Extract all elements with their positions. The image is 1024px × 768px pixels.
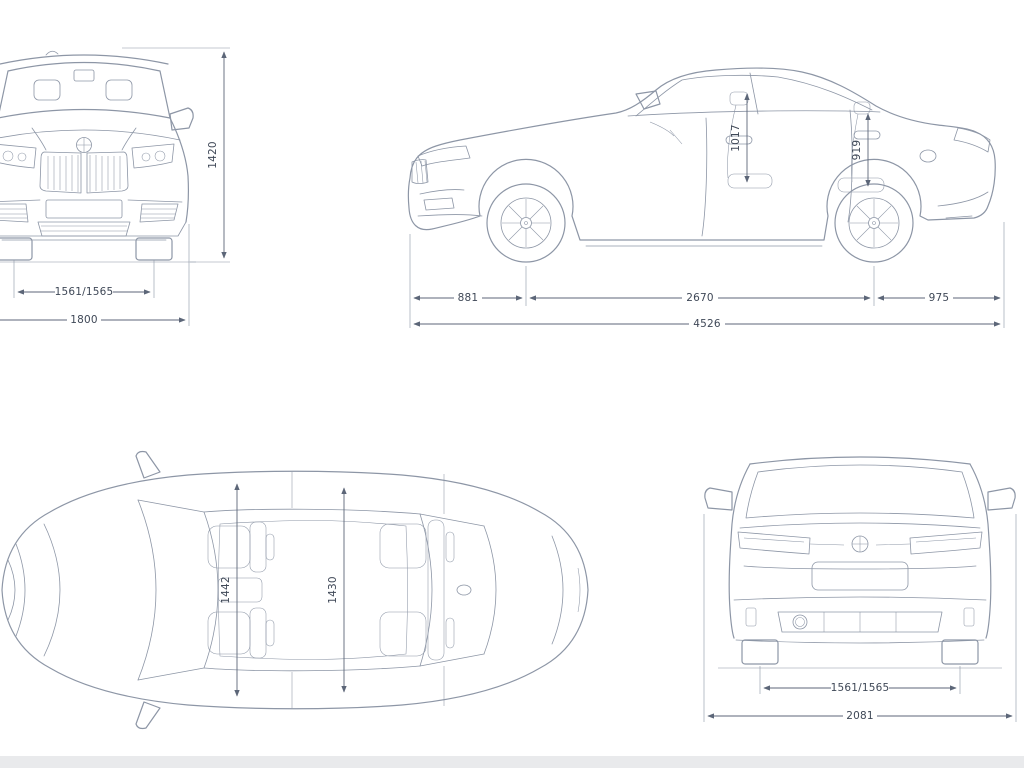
interior-seats <box>649 91 885 193</box>
side-car-outline <box>407 67 996 263</box>
reflector-right <box>963 607 975 627</box>
dim-rear-track: 1561/1565 <box>831 682 890 694</box>
top-dimensions: 1442 1430 <box>220 483 347 697</box>
side-intake-right <box>139 203 179 223</box>
taillight-side <box>953 127 991 153</box>
rear-window <box>745 464 975 519</box>
b-pillar <box>749 72 759 115</box>
mirror-top <box>135 450 161 479</box>
side-dimensions: 1017 919 881 2670 975 4526 <box>409 93 1005 330</box>
roof-panel <box>218 520 408 660</box>
headrest-right <box>105 79 133 101</box>
taillight-left <box>737 531 811 555</box>
headlight-left <box>0 144 37 169</box>
front-seats <box>207 521 275 659</box>
side-view-panel: 1017 919 881 2670 975 4526 <box>398 10 1024 340</box>
reflector-left <box>745 607 757 627</box>
kidney-grille <box>39 151 129 194</box>
top-car-outline <box>1 450 589 730</box>
dim-front-interior-width: 1442 <box>220 576 232 604</box>
dim-length: 4526 <box>693 318 721 330</box>
side-mirror-right <box>169 107 194 131</box>
door-handle-front <box>725 135 753 145</box>
kidney-grille-side <box>411 159 429 184</box>
top-view-drawing: 1442 1430 <box>1 450 589 730</box>
license-plate-front <box>45 199 123 219</box>
dim-front-track: 1561/1565 <box>55 286 114 298</box>
front-wheel-left <box>0 237 33 261</box>
rear-wheel-right <box>941 639 979 665</box>
side-intake-left <box>0 203 29 223</box>
taillight-right <box>909 531 983 555</box>
headlight-right <box>131 143 175 169</box>
front-wheel-right <box>135 237 173 261</box>
dim-rear-interior-width: 1430 <box>327 576 339 604</box>
rear-view-drawing: 1561/1565 2081 <box>703 456 1017 722</box>
footer-strip <box>0 756 1024 768</box>
side-mirror <box>635 90 661 110</box>
rear-view-panel: 1561/1565 2081 <box>688 432 1024 732</box>
front-car-outline <box>0 50 196 263</box>
side-mirror-right <box>987 487 1016 511</box>
dim-rear-headroom: 919 <box>851 140 863 161</box>
dim-width-mirrors: 2081 <box>846 710 874 722</box>
front-view-drawing: 1420 1561/1565 1800 <box>0 47 230 326</box>
interior-mirror <box>73 69 95 82</box>
front-view-panel: 1420 1561/1565 1800 <box>0 4 262 344</box>
door-handle-rear <box>853 130 881 140</box>
dim-wheelbase: 2670 <box>686 292 714 304</box>
top-view-panel: 1442 1430 <box>0 428 598 758</box>
rear-car-outline <box>704 456 1016 669</box>
rear-seats <box>379 519 455 661</box>
rear-wheel-left <box>741 639 779 665</box>
bmw-logo-icon <box>76 137 92 153</box>
exhaust-tip <box>792 614 808 630</box>
front-dimensions: 1420 1561/1565 1800 <box>0 47 230 326</box>
side-mirror-left <box>704 487 733 511</box>
dim-rear-overhang: 975 <box>929 292 950 304</box>
mirror-bottom <box>135 701 161 730</box>
dim-front-height: 1420 <box>207 141 219 169</box>
dim-front-overhang: 881 <box>458 292 479 304</box>
dim-front-headroom: 1017 <box>730 124 742 152</box>
headrest-left <box>33 79 61 101</box>
headlight <box>417 145 471 167</box>
bmw-logo-icon <box>851 535 869 553</box>
front-wheel <box>486 183 566 263</box>
dim-front-width: 1800 <box>70 314 98 326</box>
rear-wheel <box>834 183 914 263</box>
side-view-drawing: 1017 919 881 2670 975 4526 <box>407 67 1005 330</box>
antenna-fin <box>456 584 472 596</box>
license-plate-rear <box>811 561 909 591</box>
fuel-cap <box>919 149 937 163</box>
diffuser <box>777 611 943 633</box>
fog-intake <box>423 197 455 211</box>
rear-dimensions: 1561/1565 2081 <box>703 514 1017 722</box>
